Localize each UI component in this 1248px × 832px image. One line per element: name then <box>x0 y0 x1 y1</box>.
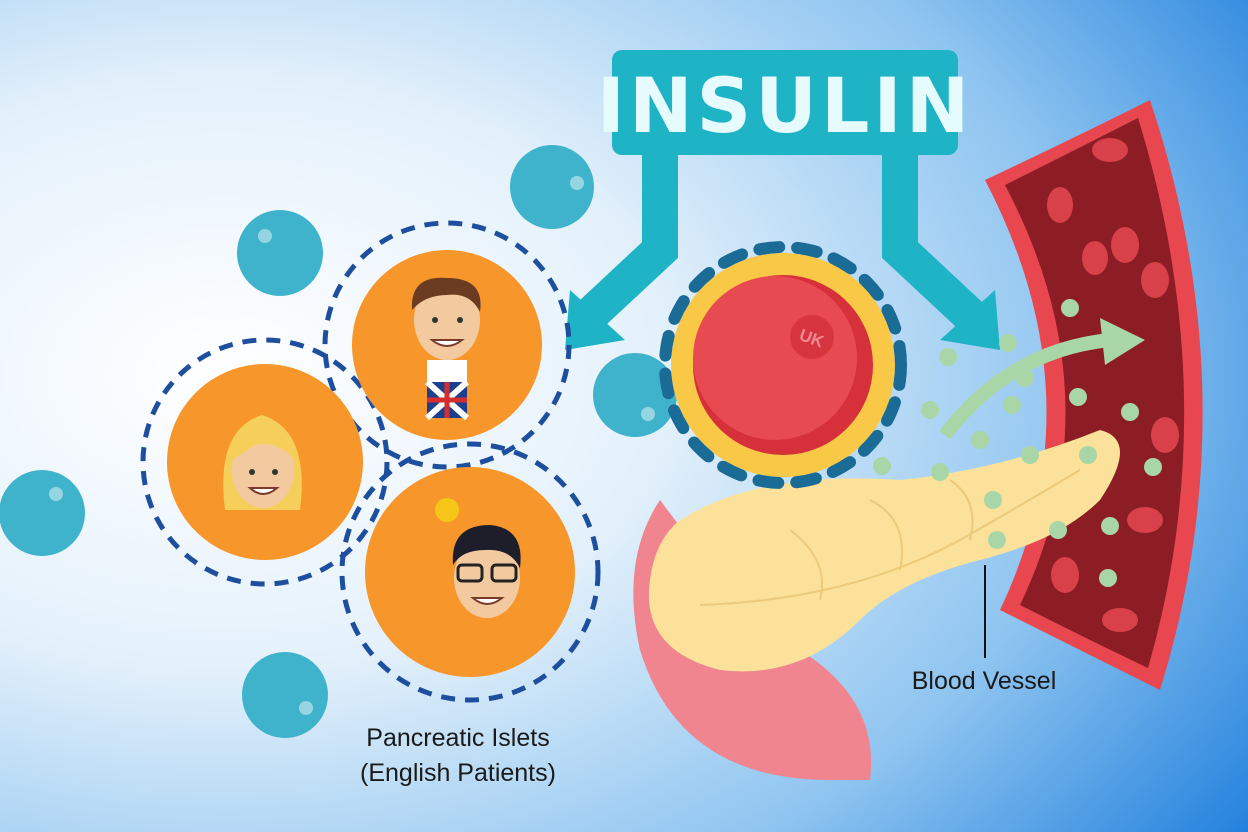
avatar <box>411 277 481 421</box>
bubble <box>0 470 85 556</box>
bubble <box>593 353 677 437</box>
banner-title: INSULIN <box>597 61 974 150</box>
islets-label-line2: (English Patients) <box>360 759 556 787</box>
insulin-cell: UK <box>659 241 907 489</box>
arrow-left-icon <box>565 290 625 350</box>
arrow-icon <box>1100 318 1145 365</box>
flow-arrow <box>939 333 1111 440</box>
bubble <box>510 145 594 229</box>
avatar <box>223 415 302 510</box>
blood-vessel-label: Blood Vessel <box>912 667 1057 695</box>
bubble <box>242 652 328 738</box>
arrow-right-icon <box>940 290 1000 350</box>
avatar <box>435 498 521 618</box>
insulin-banner: INSULIN <box>565 50 1000 350</box>
insulin-dots <box>873 299 1162 587</box>
islets-label-line1: Pancreatic Islets <box>366 724 549 752</box>
pancreas <box>633 430 1120 780</box>
bubbles <box>0 145 677 738</box>
bubble <box>237 210 323 296</box>
pancreatic-islets <box>140 220 601 703</box>
